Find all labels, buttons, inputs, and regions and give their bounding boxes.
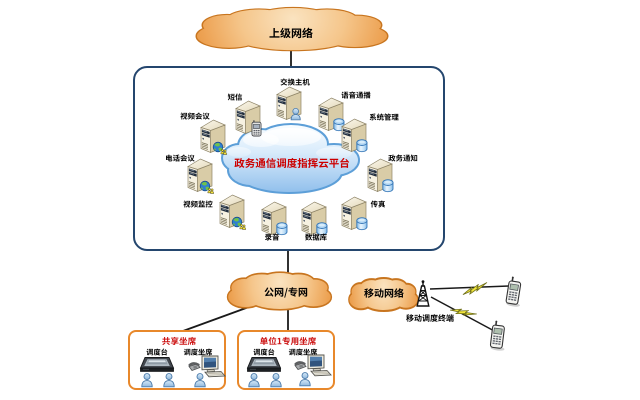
person-icon — [248, 373, 260, 388]
seat-box-title — [162, 336, 196, 346]
radio-tower-icon — [416, 279, 430, 307]
server-label — [180, 112, 210, 120]
server-label — [264, 233, 280, 241]
person-icon — [141, 373, 153, 388]
person-icon — [270, 373, 282, 388]
platform-box — [133, 66, 445, 251]
seat-box-title — [260, 336, 317, 346]
server-tower-icon — [219, 194, 247, 230]
server-label — [227, 93, 243, 101]
server-tower-icon — [276, 86, 302, 121]
mobile-network-label — [364, 288, 404, 298]
mobile-terminal-label — [406, 314, 454, 322]
dispatch-console-label — [253, 348, 275, 356]
server-node — [341, 118, 371, 156]
server-node — [276, 86, 306, 124]
server-label — [388, 154, 418, 162]
agent-seat-label — [183, 348, 213, 356]
server-label — [280, 78, 310, 86]
agent-seat-label — [288, 348, 318, 356]
link-antenna-to-phone1 — [429, 285, 511, 290]
person-icon — [163, 373, 175, 388]
dispatch-console-label — [146, 348, 168, 356]
server-tower-icon — [367, 158, 394, 193]
server-node — [341, 196, 371, 234]
public-private-network-label — [264, 287, 308, 298]
server-tower-icon — [187, 158, 215, 194]
server-label — [305, 233, 327, 241]
upper-network-label — [269, 27, 313, 39]
server-tower-icon — [200, 119, 228, 155]
server-tower-icon — [235, 100, 262, 137]
shared-seats-box — [128, 330, 227, 390]
lightning-icon — [462, 282, 488, 295]
server-node — [200, 119, 230, 157]
server-tower-icon — [341, 196, 368, 231]
person-icon — [299, 372, 311, 387]
dispatch-console-icon — [140, 357, 174, 372]
server-node — [367, 158, 397, 196]
platform-cloud-label — [234, 157, 350, 169]
server-label — [341, 91, 371, 99]
server-label — [165, 154, 195, 162]
server-label — [183, 200, 213, 208]
unit1-dedicated-seats-box — [237, 330, 335, 390]
server-node — [187, 158, 217, 196]
server-tower-icon — [341, 118, 368, 153]
server-label — [370, 200, 386, 208]
dispatch-console-icon — [247, 357, 281, 372]
server-node — [235, 100, 265, 138]
platform-cloud — [221, 123, 360, 194]
server-label — [369, 113, 399, 121]
person-icon — [194, 373, 206, 388]
mobile-phone-icon — [489, 319, 509, 353]
server-node — [219, 194, 249, 232]
